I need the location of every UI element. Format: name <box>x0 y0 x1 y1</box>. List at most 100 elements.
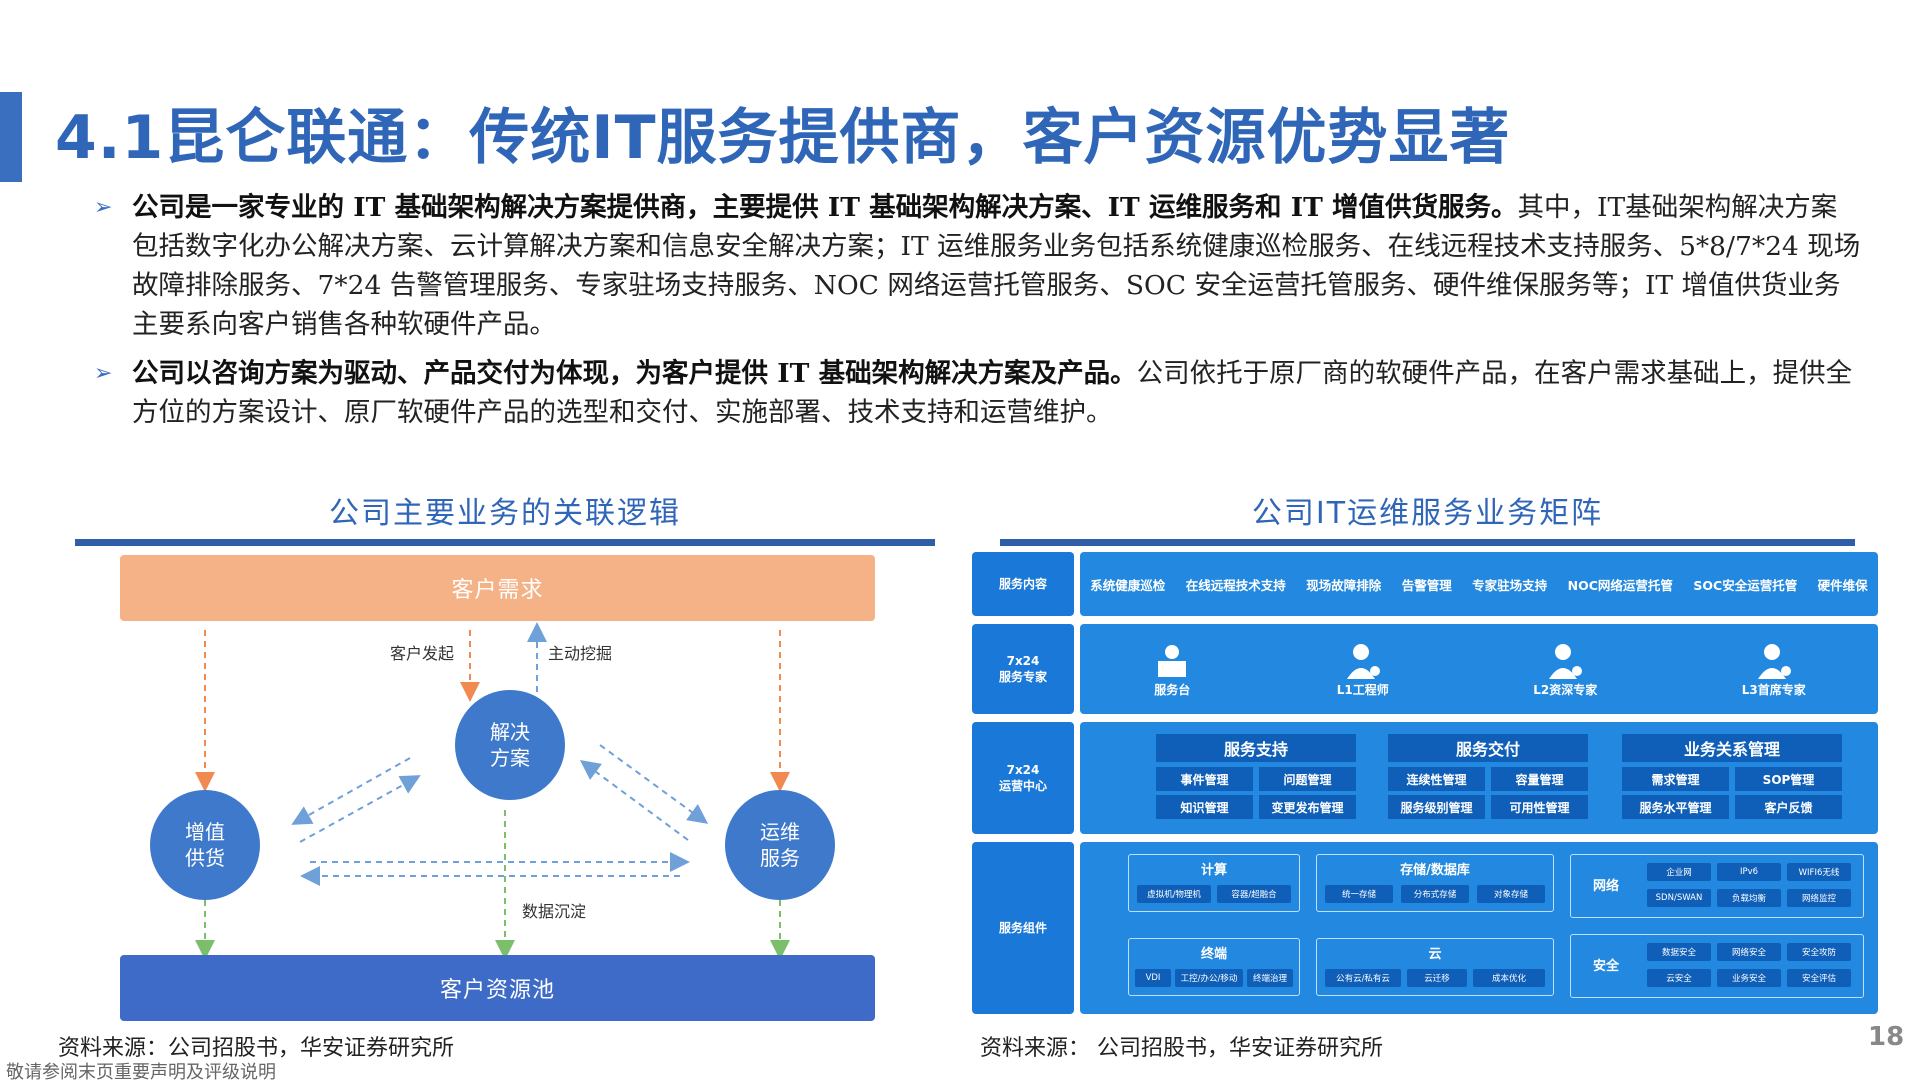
customer-pool-box: 客户资源池 <box>120 955 875 1021</box>
arrow-right-to-sol <box>579 760 689 841</box>
ops-service-matrix: 服务内容 系统健康巡检 在线远程技术支持 现场故障排除 告警管理 专家驻场支持 … <box>970 550 1880 1020</box>
component-security: 安全 数据安全 网络安全 安全攻防 云安全 业务安全 安全评估 <box>1570 934 1864 998</box>
component-chip: 云安全 <box>1647 969 1711 987</box>
component-chip: 安全攻防 <box>1787 943 1851 961</box>
ops-service-circle: 运维 服务 <box>725 790 835 900</box>
arrow-left-to-sol <box>299 775 421 843</box>
group-item: 服务水平管理 <box>1622 795 1729 819</box>
title-accent-bar <box>0 92 22 182</box>
role-label: 服务台 <box>1154 682 1191 697</box>
service-item: 现场故障排除 <box>1306 577 1382 593</box>
solution-circle: 解决 方案 <box>455 690 565 800</box>
matrix-side-experts: 7x24 服务专家 <box>972 624 1074 714</box>
component-chip: 统一存储 <box>1325 885 1393 903</box>
group-item: 事件管理 <box>1156 767 1253 791</box>
matrix-side-service-content: 服务内容 <box>972 552 1074 616</box>
bullet-list: ➢ 公司是一家专业的 IT 基础架构解决方案提供商，主要提供 IT 基础架构解决… <box>92 188 1862 442</box>
group-service-support: 服务支持 <box>1156 734 1356 762</box>
chief-expert-icon <box>1757 643 1791 679</box>
group-item: 知识管理 <box>1156 795 1253 819</box>
role-label: L3首席专家 <box>1741 682 1806 697</box>
right-panel-rule <box>1000 539 1855 546</box>
component-name: 网络 <box>1592 879 1619 894</box>
value-supply-circle: 增值 供货 <box>150 790 260 900</box>
left-panel-title: 公司主要业务的关联逻辑 <box>329 496 681 531</box>
service-content-row: 系统健康巡检 在线远程技术支持 现场故障排除 告警管理 专家驻场支持 NOC网络… <box>1080 552 1878 616</box>
component-chip: VDI <box>1135 969 1171 987</box>
customer-needs-box: 客户需求 <box>120 555 875 621</box>
bullet-1-text: 其中，IT基础架构解决方案包括数字化办公解决方案、云计算解决方案和信息安全解决方… <box>132 192 1861 340</box>
component-network: 网络 企业网 IPv6 WIFI6无线 SDN/SWAN 负载均衡 网络监控 <box>1570 854 1864 918</box>
disclaimer-footer: 敬请参阅末页重要声明及评级说明 <box>6 1062 276 1083</box>
right-panel-title: 公司IT运维服务业务矩阵 <box>1251 496 1604 531</box>
service-item: NOC网络运营托管 <box>1567 577 1673 593</box>
group-item: 客户反馈 <box>1735 795 1842 819</box>
bullet-2-bold: 公司以咨询方案为驱动、产品交付为体现，为客户提供 IT 基础架构解决方案及产品。 <box>132 358 1137 389</box>
role-service-desk: 服务台 <box>1152 641 1192 698</box>
expert-icon <box>1549 643 1583 679</box>
component-name: 存储/数据库 <box>1400 863 1470 878</box>
component-storage: 存储/数据库 统一存储 分布式存储 对象存储 <box>1316 854 1554 912</box>
component-chip: WIFI6无线 <box>1787 863 1851 881</box>
component-chip: 虚拟机/物理机 <box>1137 885 1211 903</box>
group-item: 容量管理 <box>1491 767 1588 791</box>
component-chip: 分布式存储 <box>1401 885 1469 903</box>
engineer-icon <box>1346 643 1380 679</box>
component-chip: 对象存储 <box>1477 885 1545 903</box>
component-name: 云 <box>1428 947 1442 962</box>
component-name: 终端 <box>1200 947 1227 962</box>
component-chip: 容器/超融合 <box>1217 885 1291 903</box>
group-service-delivery: 服务交付 <box>1388 734 1588 762</box>
relation-diagram-arrows <box>195 622 790 960</box>
group-item: SOP管理 <box>1735 767 1842 791</box>
service-item: SOC安全运营托管 <box>1693 577 1798 593</box>
experts-row: 服务台 L1工程师 L2资深专家 L3首席专家 <box>1080 624 1878 714</box>
component-chip: 云迁移 <box>1407 969 1467 987</box>
group-item: 服务级别管理 <box>1388 795 1485 819</box>
components-row: 计算 虚拟机/物理机 容器/超融合 存储/数据库 统一存储 分布式存储 对象存储… <box>1080 842 1878 1014</box>
page-title: 4.1昆仑联通：传统IT服务提供商，客户资源优势显著 <box>55 103 1511 173</box>
component-cloud: 云 公有云/私有云 云迁移 成本优化 <box>1316 938 1554 996</box>
left-source-note: 资料来源：公司招股书，华安证券研究所 <box>58 1036 455 1061</box>
matrix-side-ops-center: 7x24 运营中心 <box>972 722 1074 834</box>
bullet-2-text: 公司依托于原厂商的软硬件产品，在客户需求基础上，提供全方位的方案设计、原厂软硬件… <box>132 358 1853 428</box>
page-number: 18 <box>1868 1022 1905 1052</box>
left-panel-rule <box>75 539 935 546</box>
service-item: 系统健康巡检 <box>1090 577 1166 593</box>
group-business-relation: 业务关系管理 <box>1622 734 1842 762</box>
group-item: 需求管理 <box>1622 767 1729 791</box>
service-item: 在线远程技术支持 <box>1185 577 1286 593</box>
ops-center-row: 服务支持 事件管理 问题管理 知识管理 变更发布管理 服务交付 连续性管理 容量… <box>1080 722 1878 834</box>
role-l2: L2资深专家 <box>1533 641 1597 698</box>
group-item: 可用性管理 <box>1491 795 1588 819</box>
bullet-arrow-icon: ➢ <box>94 195 113 220</box>
component-compute: 计算 虚拟机/物理机 容器/超融合 <box>1128 854 1300 912</box>
bullet-item-2: ➢ 公司以咨询方案为驱动、产品交付为体现，为客户提供 IT 基础架构解决方案及产… <box>92 354 1862 432</box>
label-customer-initiate: 客户发起 <box>390 644 455 663</box>
component-chip: 工控/办公/移动 <box>1175 969 1243 987</box>
bullet-1-bold: 公司是一家专业的 IT 基础架构解决方案提供商，主要提供 IT 基础架构解决方案… <box>132 192 1518 223</box>
label-active-mining: 主动挖掘 <box>548 644 613 663</box>
component-chip: 数据安全 <box>1647 943 1711 961</box>
service-desk-icon <box>1158 644 1187 677</box>
arrow-sol-to-right <box>599 744 709 824</box>
component-chip: 业务安全 <box>1717 969 1781 987</box>
component-chip: 网络安全 <box>1717 943 1781 961</box>
group-item: 问题管理 <box>1259 767 1356 791</box>
arrow-sol-to-left <box>291 757 411 825</box>
matrix-side-components: 服务组件 <box>972 842 1074 1014</box>
component-chip: 负载均衡 <box>1717 889 1781 907</box>
component-chip: 网络监控 <box>1787 889 1851 907</box>
component-chip: SDN/SWAN <box>1647 889 1711 907</box>
component-chip: 公有云/私有云 <box>1325 969 1401 987</box>
role-l3: L3首席专家 <box>1742 641 1806 698</box>
component-name: 计算 <box>1200 863 1227 878</box>
component-name: 安全 <box>1592 959 1619 974</box>
group-item: 变更发布管理 <box>1259 795 1356 819</box>
component-chip: IPv6 <box>1717 863 1781 881</box>
bullet-item-1: ➢ 公司是一家专业的 IT 基础架构解决方案提供商，主要提供 IT 基础架构解决… <box>92 188 1862 344</box>
role-label: L2资深专家 <box>1533 682 1598 697</box>
component-chip: 企业网 <box>1647 863 1711 881</box>
component-chip: 安全评估 <box>1787 969 1851 987</box>
right-source-note: 资料来源： 公司招股书，华安证券研究所 <box>980 1036 1383 1061</box>
